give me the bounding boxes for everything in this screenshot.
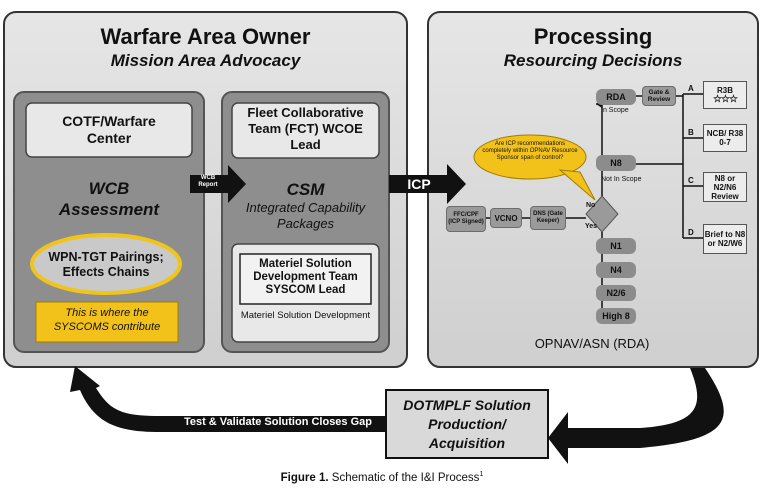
fct-box [231,102,380,159]
processing-subtitle: Resourcing Decisions [503,51,683,70]
test-validate-label: Test & Validate Solution Closes Gap [183,416,372,428]
stars-icon: ☆☆☆ [713,94,738,105]
opnav-label: OPNAV/ASN (RDA) [534,336,650,351]
dotmplf-label: DOTMPLF Solution Production/ Acquisition [403,397,531,451]
branch-letter-d: D [688,228,694,237]
wcb-report-label: WCB Report [198,175,218,188]
high8-node: High 8 [596,308,636,324]
question-text: Are ICP recommendations completely withi… [482,141,578,161]
no-label: No [586,202,596,209]
vcno-node: VCNO [490,208,522,228]
figure-caption: Figure 1. Schematic of the I&I Process1 [200,471,564,484]
gate-review-node: Gate & Review [642,86,676,106]
icp-arrow [389,164,466,204]
return-loop-arrow [548,368,724,464]
pairings-label: WPN-TGT Pairings; Effects Chains [48,250,164,279]
assessment-label: Assessment [58,200,160,219]
msd-label: Materiel Solution Development [240,310,371,321]
branch-letter-a: A [688,84,694,93]
n26-node: N2/6 [596,285,636,301]
resource-label: Resource ($) Solution [589,402,657,428]
caption-text: Schematic of the I&I Process [331,471,480,484]
not-in-scope-label: Not In Scope [601,176,642,183]
wcb-report-arrow [190,165,246,203]
branch-letter-c: C [688,176,694,185]
outcome-brief: Brief to N8 or N2/W6 [703,224,747,254]
cotf-box [25,102,193,158]
wao-title: Warfare Area Owner [100,24,311,49]
caption-label: Figure 1. [280,471,329,484]
wcb-label: WCB [88,179,130,198]
processing-title: Processing [533,24,653,49]
msdt-box [239,253,372,305]
icp-label: ICP [407,176,431,192]
n8-node: N8 [596,155,636,171]
in-scope-label: In Scope [601,107,629,114]
dotmplf-box [385,389,549,459]
wao-subtitle: Mission Area Advocacy [110,51,301,70]
ffc-node: FFC/CPF (ICP Signed) [446,206,486,232]
fct-label: Fleet Collaborative Team (FCT) WCOE Lead [247,105,364,152]
caption-superscript: 1 [479,471,484,478]
yes-label: Yes [585,223,598,230]
csm-label: CSM [286,180,325,199]
outcome-r3b: R3B ☆☆☆ [703,81,747,109]
csm-sub-label: Integrated Capability Packages [245,200,366,231]
syscom-note: This is where the SYSCOMS contribute [53,307,161,333]
question-bubble [473,134,587,180]
cotf-label: COTF/Warfare Center [62,113,156,146]
branch-letter-b: B [688,128,694,137]
outcome-ncb: NCB/ R38 0-7 [703,124,747,152]
n1-node: N1 [596,238,636,254]
rda-node: RDA [596,89,636,105]
pairings-ellipse [30,233,182,295]
msdt-label: Materiel Solution Development Team SYSCO… [253,258,358,296]
n4-node: N4 [596,262,636,278]
outcome-r3b-label: R3B [716,86,733,95]
dns-node: DNS (Gate Keeper) [530,206,566,230]
syscom-note-box [35,301,179,343]
outcome-n8-review: N8 or N2/N6 Review [703,172,747,202]
